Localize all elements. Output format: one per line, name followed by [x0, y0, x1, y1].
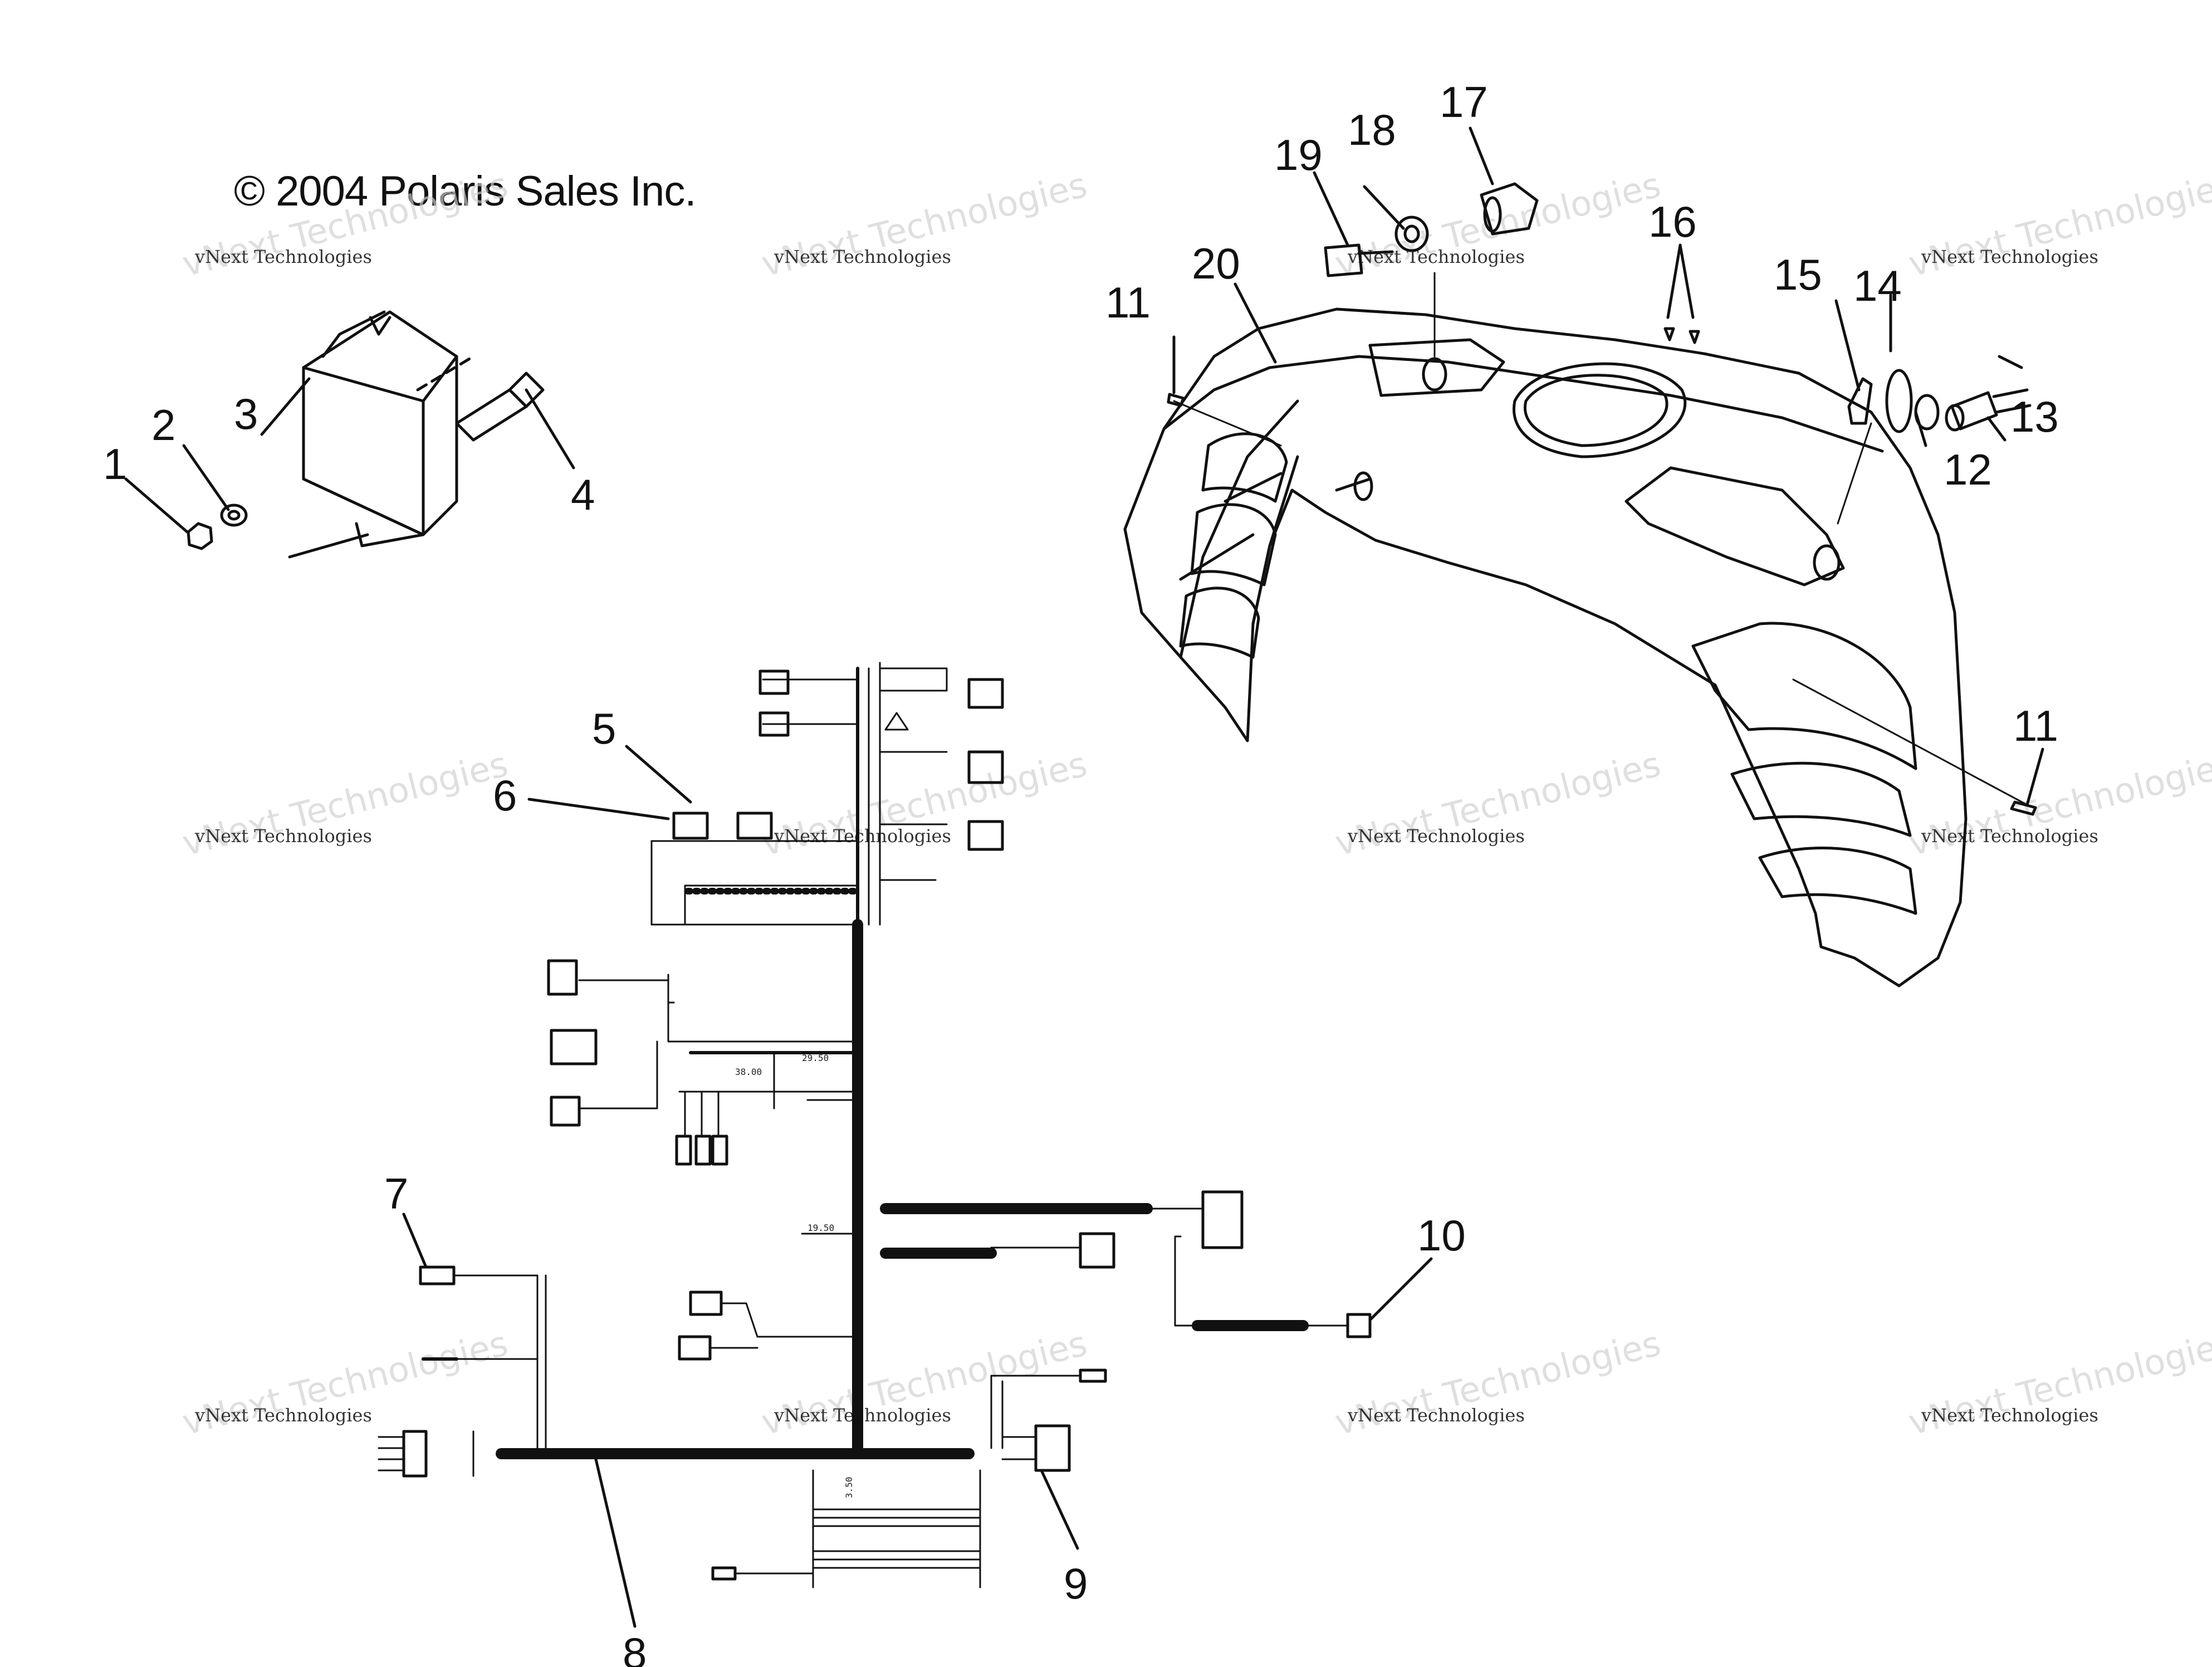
switch-13 [1945, 388, 2032, 432]
dim-label: 3.50 [844, 1477, 854, 1498]
cdi-module [288, 310, 458, 559]
key-switch [1480, 182, 1539, 236]
callout-11: 11 [2013, 701, 2058, 750]
push-rivet [1663, 327, 1700, 344]
callout-6: 6 [493, 771, 517, 820]
callout-14: 14 [1853, 261, 1902, 310]
screw [2010, 800, 2037, 816]
nut-ring [1394, 216, 1429, 252]
wiring-harness [378, 662, 1372, 1588]
callout-7: 7 [384, 1169, 408, 1218]
callout-9: 9 [1064, 1559, 1088, 1608]
callout-1: 1 [103, 439, 127, 488]
callout-3: 3 [234, 389, 258, 438]
callout-19: 19 [1274, 130, 1323, 179]
callout-15: 15 [1774, 250, 1822, 299]
nut [187, 522, 213, 550]
dashboard-panel [1123, 307, 1968, 988]
washer [220, 503, 248, 527]
callout-2: 2 [151, 400, 175, 449]
callout-16: 16 [1648, 197, 1697, 246]
callout-10: 10 [1417, 1211, 1466, 1260]
callout-17: 17 [1440, 77, 1488, 126]
callout-20: 20 [1192, 239, 1240, 288]
copyright-notice: © 2004 Polaris Sales Inc. [234, 168, 696, 215]
callout-12: 12 [1944, 445, 1992, 494]
callout-4: 4 [571, 470, 595, 519]
dim-label: 38.00 [735, 1067, 762, 1077]
callout-5: 5 [592, 704, 616, 753]
bolt [416, 355, 545, 442]
dim-label: 29.50 [802, 1053, 829, 1063]
screw [1167, 393, 1185, 407]
callout-11: 11 [1105, 278, 1151, 327]
knurled-nut [1885, 369, 1913, 433]
key [1324, 243, 1394, 277]
callout-8: 8 [623, 1629, 647, 1667]
knob [1847, 377, 1873, 425]
callout-18: 18 [1348, 105, 1396, 154]
callout-13: 13 [2010, 392, 2059, 441]
dim-label: 19.50 [808, 1223, 834, 1233]
washer-12 [1914, 394, 1940, 431]
